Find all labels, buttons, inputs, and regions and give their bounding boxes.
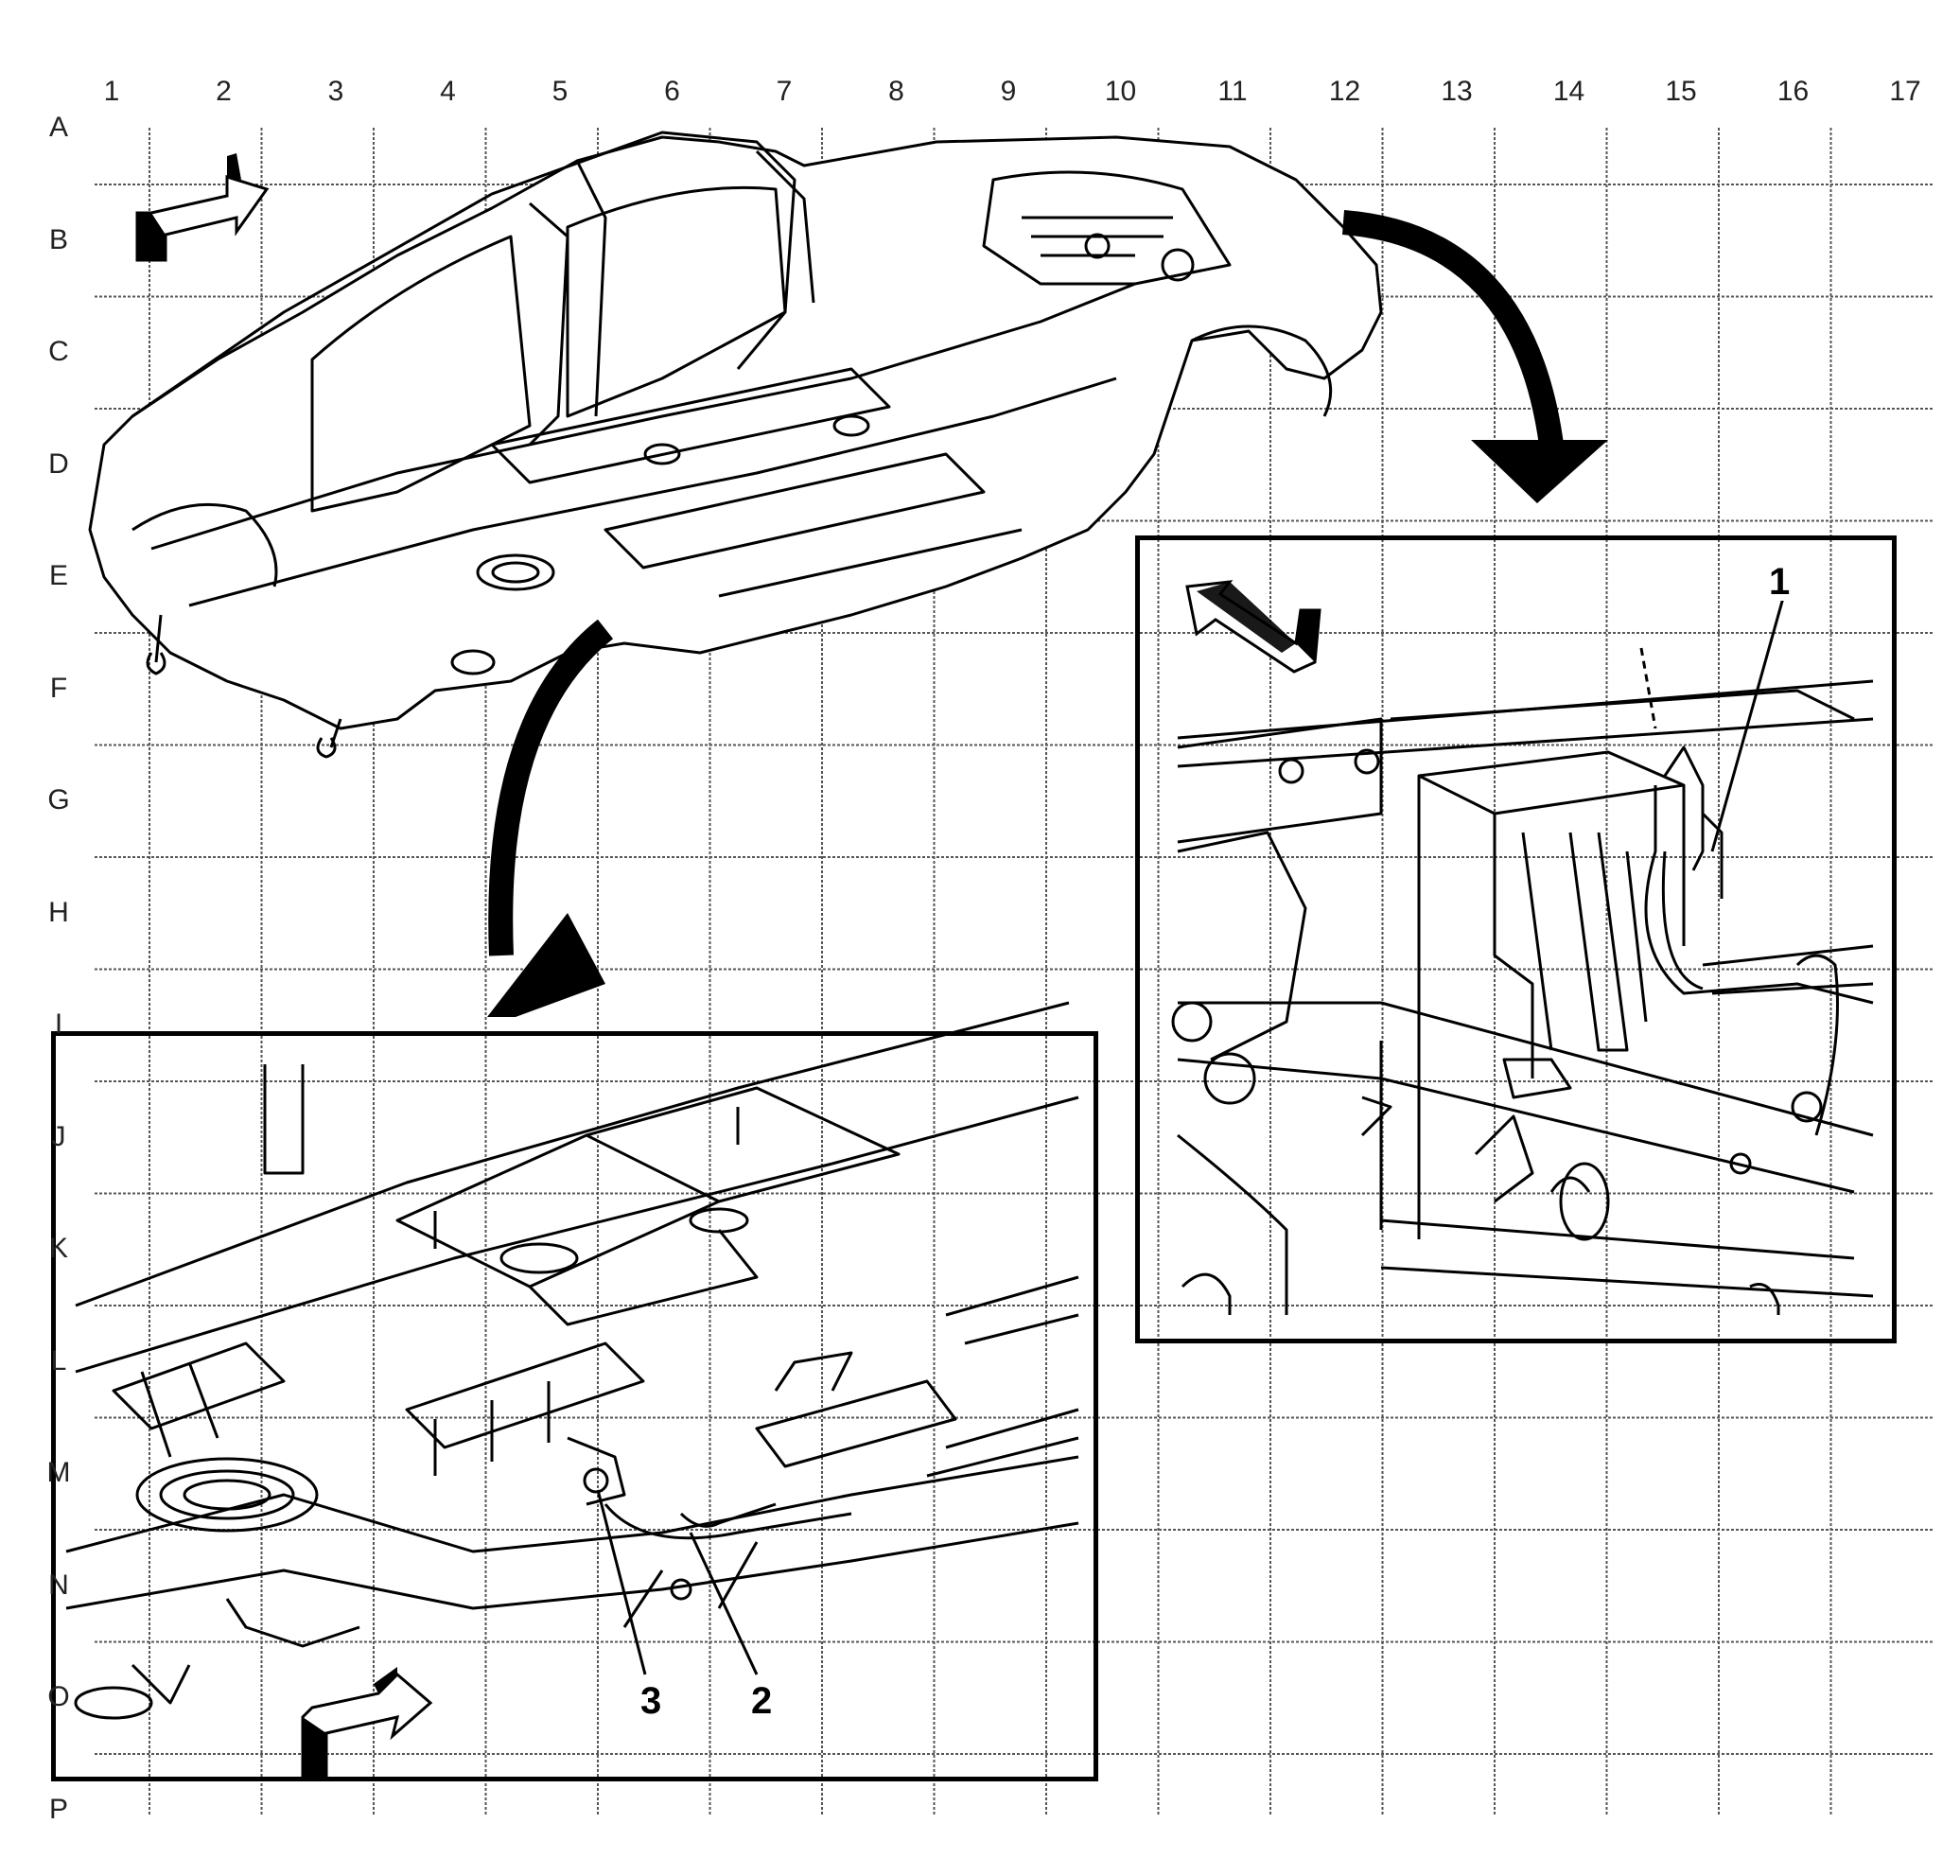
grid-column-label: 12 [1328,76,1361,107]
grid-row-label: L [50,1344,67,1376]
grid-column-label: 5 [551,76,569,107]
grid-column-label: 17 [1889,76,1921,107]
grid-column-label: 9 [1000,76,1017,107]
left-inset-illustration [65,1001,1079,1720]
grid-column-label: 15 [1665,76,1697,107]
grid-column-label: 3 [327,76,344,107]
grid-row-label: E [48,560,68,591]
grid-row-label: N [48,1569,69,1601]
callout-1: 1 [1767,561,1793,603]
right-inset-frame [1135,535,1897,1343]
callout-3: 3 [639,1680,664,1722]
grid-row-label: D [48,447,69,480]
forward-arrow-main [135,153,270,262]
grid-row-label: K [48,1233,68,1264]
grid-column-label: 14 [1552,76,1585,107]
left-inset-frame [51,1031,1098,1781]
vehicle-body-illustration [88,131,1383,759]
forward-arrow-left-inset [301,1667,433,1780]
grid-column-label: 8 [888,76,904,107]
zoom-arrow-left [487,619,614,1017]
grid-column-label: 11 [1217,76,1248,107]
grid-column-label: 16 [1776,76,1810,107]
grid-column-label: 1 [103,76,120,107]
callout-leaders-left [596,1489,759,1675]
callout-2: 2 [749,1680,775,1722]
grid-column-label: 6 [664,76,680,107]
grid-row-label: M [46,1457,71,1488]
grid-row-label: I [54,1008,63,1040]
grid-column-label: 7 [776,76,793,107]
grid-column-label: 2 [216,76,232,107]
callout-leader-right [1639,597,1785,852]
grid-row-label: J [51,1120,66,1152]
grid-column-label: 10 [1104,76,1137,107]
grid-row-label: B [48,223,68,255]
forward-arrow-right-inset [1185,580,1321,674]
grid-row-label: G [47,784,70,815]
grid-row-label: P [48,1793,68,1825]
grid-row-label: H [48,896,69,928]
grid-column-label: 13 [1441,76,1473,107]
grid-row-label: O [47,1681,70,1712]
zoom-arrow-right [1341,210,1608,503]
right-inset-illustration [1171,679,1874,1315]
grid-column-label: 4 [440,76,456,107]
grid-row-label: C [48,336,69,367]
grid-row-label: A [48,112,68,143]
grid-row-label: F [49,672,68,704]
